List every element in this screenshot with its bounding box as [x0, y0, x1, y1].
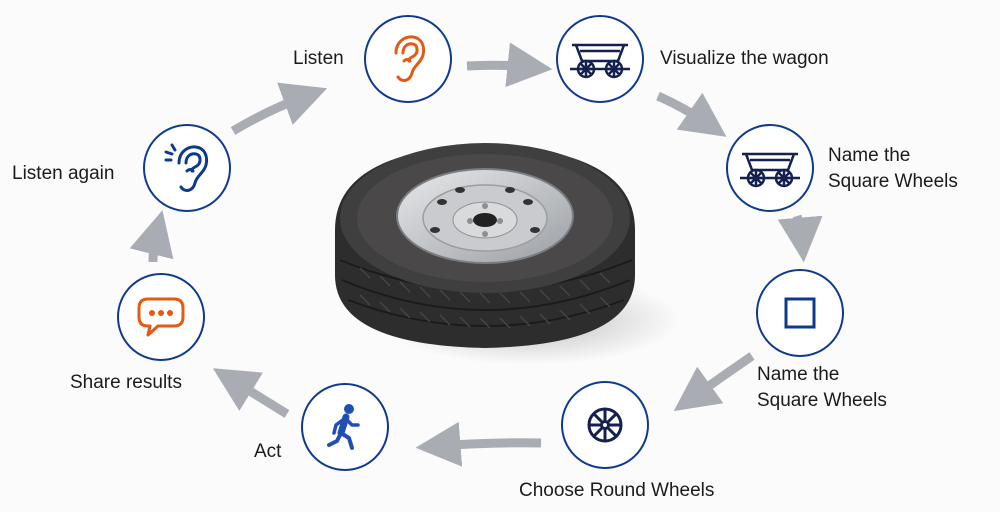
arrow-act-to-share [212, 368, 290, 418]
speech-bubble-icon [137, 297, 185, 337]
arrow-listen-again-to-listen [230, 82, 328, 135]
step-name-wagon-label-line2: Square Wheels [828, 171, 958, 192]
step-act-label: Act [254, 441, 282, 462]
step-listen-again-label: Listen again [12, 163, 115, 184]
step-visualize-circle [556, 15, 644, 103]
step-name-square-label-line1: Name the [757, 364, 840, 385]
square-icon [784, 297, 816, 329]
step-visualize-label: Visualize the wagon [660, 48, 829, 69]
step-choose-circle [561, 381, 649, 469]
arrow-listen-to-visualize [466, 42, 553, 88]
step-name-square-label-line2: Square Wheels [757, 390, 887, 411]
arrow-share-to-listen-again [129, 210, 174, 263]
step-act-circle [301, 383, 389, 471]
step-name-square-label: Name the Square Wheels [757, 362, 887, 414]
step-name-wagon-label-line1: Name the [828, 145, 911, 166]
ear-with-sound-icon [164, 143, 209, 192]
ear-icon [394, 35, 426, 82]
step-name-wagon-circle [726, 124, 814, 212]
step-listen-label: Listen [293, 48, 344, 69]
arrow-name1-to-name2 [777, 214, 823, 263]
arrow-visualize-to-name1 [656, 91, 727, 137]
wheel-icon [587, 407, 623, 443]
wagon-icon [740, 152, 800, 188]
step-name-square-circle [756, 269, 844, 357]
step-share-circle [117, 273, 205, 361]
step-choose-label: Choose Round Wheels [519, 480, 715, 501]
arrow-choose-to-act [415, 421, 542, 467]
arrow-name2-to-choose [673, 352, 755, 412]
step-share-label: Share results [70, 372, 182, 393]
running-person-icon [327, 404, 360, 450]
wagon-icon [570, 43, 630, 79]
step-listen-again-circle [143, 124, 231, 212]
tire-image [335, 143, 680, 365]
step-name-wagon-label: Name the Square Wheels [828, 143, 958, 195]
step-listen-circle [364, 15, 452, 103]
